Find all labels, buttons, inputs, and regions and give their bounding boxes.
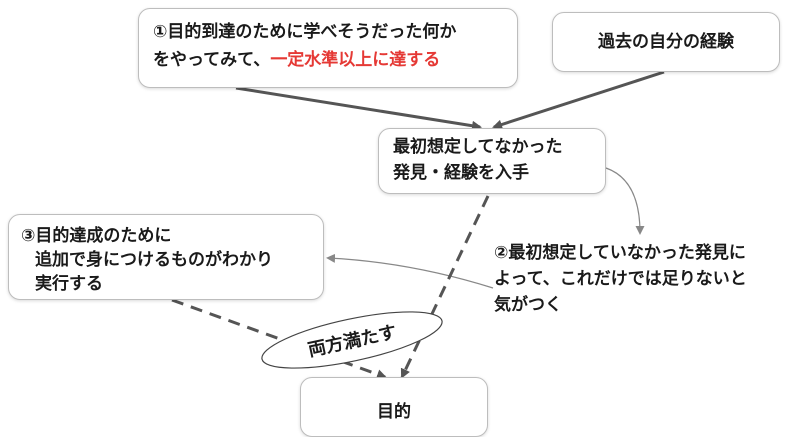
step2-text: ②最初想定していなかった発見に よって、これだけでは足りないと 気がつく — [494, 240, 794, 318]
step3-node: ③目的達成のために 追加で身につけるものがわかり 実行する — [8, 214, 324, 300]
dashed-discovery-to-goal — [400, 195, 490, 379]
flow-diagram: ①目的到達のために学べそうだった何か をやってみて、一定水準以上に達する 過去の… — [8, 8, 794, 437]
both-satisfied-label: 両方満たす — [262, 310, 442, 370]
step1-line2: をやってみて、一定水準以上に達する — [153, 46, 503, 74]
goal-label: 目的 — [377, 402, 411, 422]
goal-node: 目的 — [300, 377, 488, 437]
step1-node: ①目的到達のために学べそうだった何か をやってみて、一定水準以上に達する — [138, 8, 518, 88]
both-label-ellipse — [261, 311, 443, 369]
dashed-step3-to-goal — [171, 298, 387, 379]
past-experience-label: 過去の自分の経験 — [598, 32, 734, 52]
discovery-line2: 発見・経験を入手 — [393, 163, 529, 183]
arrow-step1-to-discovery — [235, 86, 482, 131]
step1-line2-prefix: をやってみて、 — [153, 50, 271, 70]
step1-highlight: 一定水準以上に達する — [270, 50, 441, 70]
step3-line1: ③目的達成のために — [21, 226, 172, 246]
discovery-node: 最初想定してなかった 発見・経験を入手 — [378, 128, 606, 194]
step1-line1: ①目的到達のために学べそうだった何か — [153, 22, 457, 42]
arrow-discovery-to-step2 — [605, 167, 645, 235]
step2-line3: 気がつく — [494, 295, 562, 315]
arrow-step2-to-step3 — [326, 253, 494, 289]
step3-line2: 追加で身につけるものがわかり — [35, 250, 273, 270]
discovery-line1: 最初想定してなかった — [393, 137, 563, 157]
arrow-past-to-discovery — [492, 70, 665, 130]
past-experience-node: 過去の自分の経験 — [552, 12, 780, 72]
step2-line1: ②最初想定していなかった発見に — [494, 243, 746, 263]
connector-layer — [171, 70, 665, 379]
step2-line2: よって、これだけでは足りないと — [494, 269, 747, 289]
step3-line3: 実行する — [35, 274, 103, 294]
